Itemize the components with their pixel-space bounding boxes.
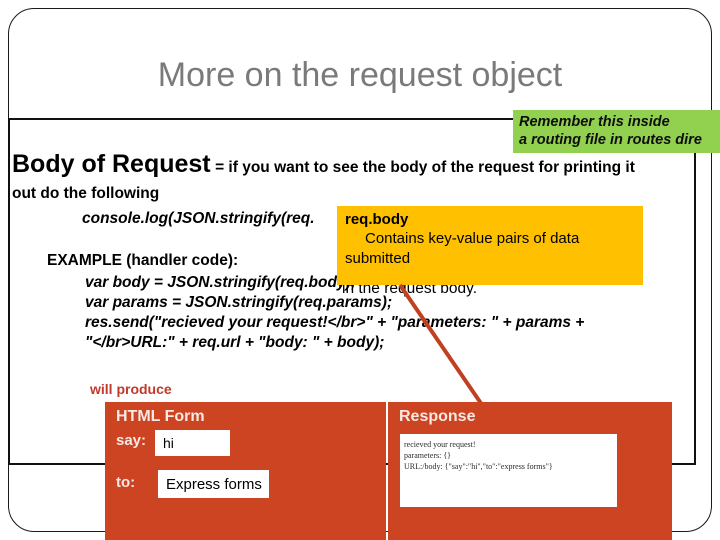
- green-callout-line-2: a routing file in routes dire: [519, 132, 702, 148]
- response-panel: Response recieved your request! paramete…: [388, 402, 672, 540]
- to-field-label: to:: [116, 474, 136, 491]
- body-of-request-line: Body of Request = if you want to see the…: [12, 150, 712, 179]
- green-callout-line-1: Remember this inside: [519, 114, 670, 130]
- response-panel-title: Response: [399, 408, 476, 425]
- will-produce-label: will produce: [90, 381, 172, 397]
- response-output-box: recieved your request! parameters: {} UR…: [400, 434, 617, 507]
- orange-callout-body: Contains key-value pairs of data submitt…: [345, 230, 580, 267]
- code-line-var-params: var params = JSON.stringify(req.params);: [85, 294, 393, 311]
- console-log-code-line: console.log(JSON.stringify(req.: [82, 210, 315, 227]
- say-field-label: say:: [116, 432, 147, 449]
- html-form-panel: HTML Form say: hi to: Express forms: [105, 402, 386, 540]
- response-line-3: URL:/body: {"say":"hi","to":"express for…: [404, 462, 553, 471]
- example-handler-code-label: EXAMPLE (handler code):: [47, 252, 239, 269]
- response-line-1: recieved your request!: [404, 440, 476, 449]
- to-input[interactable]: Express forms: [158, 470, 269, 498]
- html-form-panel-title: HTML Form: [116, 408, 205, 425]
- say-input[interactable]: hi: [155, 430, 230, 456]
- orange-callout-box: req.body Contains key-value pairs of dat…: [337, 206, 643, 285]
- orange-callout-title: req.body: [345, 211, 409, 228]
- code-line-var-body: var body = JSON.stringify(req.body);: [85, 274, 356, 291]
- response-line-2: parameters: {}: [404, 451, 451, 460]
- body-of-request-heading: Body of Request: [12, 150, 211, 178]
- code-line-res-send-1: res.send("recieved your request!</br>" +…: [85, 314, 585, 331]
- code-line-res-send-2: "</br>URL:" + req.url + "body: " + body)…: [85, 334, 385, 351]
- green-callout-box: Remember this inside a routing file in r…: [513, 110, 720, 153]
- body-of-request-description: = if you want to see the body of the req…: [215, 159, 635, 176]
- body-of-request-line-2: out do the following: [12, 185, 160, 202]
- page-title: More on the request object: [157, 56, 563, 94]
